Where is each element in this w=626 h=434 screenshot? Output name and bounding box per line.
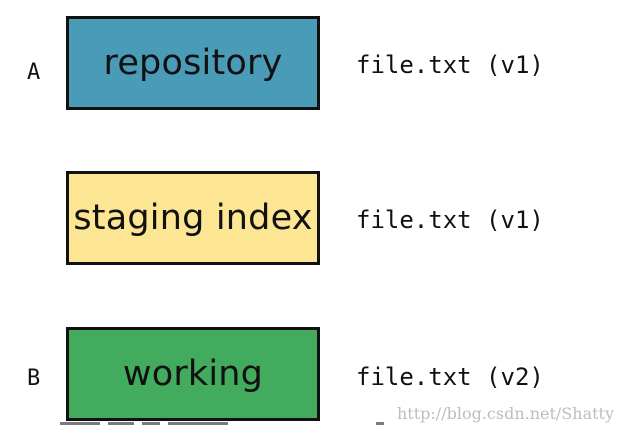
- row-label-b: B: [27, 366, 41, 391]
- repository-box: repository: [66, 16, 320, 110]
- working-file-label: file.txt (v2): [356, 363, 544, 391]
- staging-index-box: staging index: [66, 171, 320, 265]
- working-box: working: [66, 327, 320, 421]
- row-label-a: A: [27, 60, 41, 85]
- watermark-text: http://blog.csdn.net/Shatty: [397, 404, 614, 423]
- staging-file-label: file.txt (v1): [356, 206, 544, 234]
- cropped-caption-fragment: [60, 422, 480, 434]
- repository-file-label: file.txt (v1): [356, 51, 544, 79]
